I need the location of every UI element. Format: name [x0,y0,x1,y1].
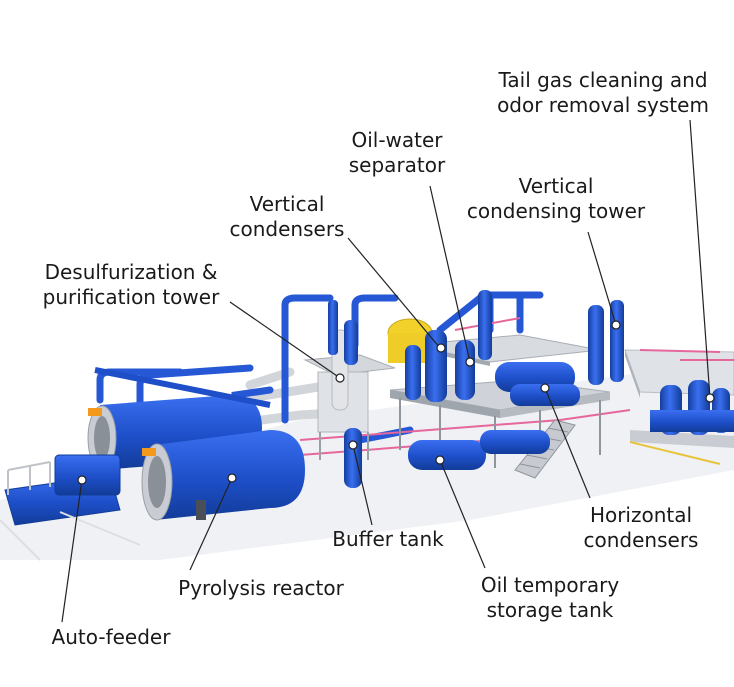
label-oil-water-line2: separator [348,153,446,177]
marker-tail-gas [705,393,715,403]
marker-auto-feeder [77,475,87,485]
label-pyro-line1: Pyrolysis reactor [178,576,344,600]
label-oil-temporary-storage: Oil temporary storage tank [462,573,638,623]
marker-buffer-tank [348,440,358,450]
leader-horizontal-condensers [544,387,591,499]
leader-vertical-condensers [347,237,441,349]
label-ots-line1: Oil temporary [480,573,620,597]
label-vc-line2: condensers [229,217,345,241]
tail-gas-equipment [650,380,734,435]
label-ots-line2: storage tank [486,598,614,622]
label-hc-line2: condensers [583,528,699,552]
leader-pyrolysis [189,477,233,571]
marker-vertical-condensers [436,343,446,353]
leader-tail-gas [689,119,711,399]
label-vc-line1: Vertical [249,192,325,216]
label-hc-line1: Horizontal [589,503,693,527]
oil-storage-tanks [408,430,550,470]
label-feeder-line1: Auto-feeder [51,625,171,649]
leader-oil-water [429,185,471,363]
leader-vertical-condensing-tower [587,231,617,326]
label-oil-water-separator: Oil-water separator [332,128,462,178]
vertical-condensing-tower [588,300,624,385]
label-tail-gas-line1: Tail gas cleaning and [498,68,708,92]
horizontal-condensers [495,362,580,406]
label-vertical-condensers: Vertical condensers [212,192,362,242]
label-pyrolysis-reactor: Pyrolysis reactor [158,576,364,601]
desulfurization-tower [328,300,358,411]
marker-vertical-condensing-tower [611,320,621,330]
label-buffer-tank: Buffer tank [318,527,458,552]
leader-desulfurization [229,301,341,379]
leader-oil-temporary [439,459,486,569]
oil-water-separator-tower [478,290,492,360]
leader-buffer-tank [352,444,373,526]
auto-feeder-machine [0,454,141,561]
marker-oil-temporary [435,455,445,465]
marker-horizontal-condensers [540,383,550,393]
leader-lines [61,119,711,623]
label-buffer-line1: Buffer tank [332,527,444,551]
label-tail-gas-line2: odor removal system [497,93,709,117]
marker-dots [77,320,715,485]
label-horizontal-condensers: Horizontal condensers [568,503,714,553]
marker-pyrolysis [227,473,237,483]
label-vct-line2: condensing tower [466,199,646,223]
leader-auto-feeder [61,479,83,623]
label-desulfurization: Desulfurization & purification tower [18,260,244,310]
marker-desulfurization [335,373,345,383]
label-vertical-condensing-tower: Vertical condensing tower [454,174,658,224]
label-tail-gas: Tail gas cleaning and odor removal syste… [486,68,720,118]
label-oil-water-line1: Oil-water [351,128,443,152]
buffer-tank [344,428,362,488]
label-auto-feeder: Auto-feeder [36,625,186,650]
label-desulf-line1: Desulfurization & [44,260,218,284]
label-desulf-line2: purification tower [42,285,220,309]
label-vct-line1: Vertical [518,174,594,198]
marker-oil-water [465,357,475,367]
